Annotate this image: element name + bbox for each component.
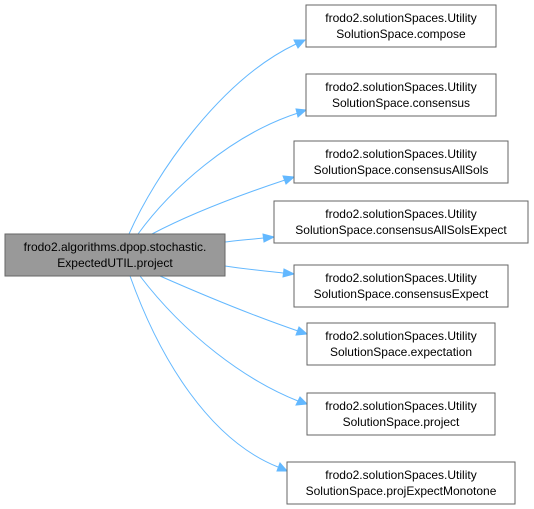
edge-consensusAllSols (151, 179, 286, 235)
edges (128, 39, 309, 472)
edge-consensusAllSols-arrowhead (282, 175, 296, 185)
callee-node-projExpectMonotone[interactable]: frodo2.solutionSpaces.Utility SolutionSp… (286, 461, 516, 505)
callee-node-expectation[interactable]: frodo2.solutionSpaces.Utility SolutionSp… (306, 322, 496, 366)
callee-node-box (273, 200, 529, 244)
edge-consensusExpect-arrowhead (282, 268, 296, 278)
callee-node-box (306, 392, 496, 436)
callee-node-label-line1: frodo2.solutionSpaces.Utility (325, 11, 476, 25)
callee-node-label-line2: SolutionSpace.consensus (332, 96, 470, 110)
edge-projExpectMonotone (129, 275, 279, 468)
edge-expectation (159, 275, 299, 332)
callee-node-box (305, 73, 497, 117)
callee-node-label-line1: frodo2.solutionSpaces.Utility (325, 147, 476, 161)
callee-node-consensusAllSols[interactable]: frodo2.solutionSpaces.Utility SolutionSp… (293, 140, 509, 184)
callee-node-label-line1: frodo2.solutionSpaces.Utility (325, 399, 476, 413)
callee-node-label-line2: SolutionSpace.consensusAllSolsExpect (295, 223, 507, 237)
edge-project-arrowhead (295, 396, 309, 406)
callee-node-project[interactable]: frodo2.solutionSpaces.Utility SolutionSp… (306, 392, 496, 436)
callee-node-label-line2: SolutionSpace.compose (336, 27, 466, 41)
callee-node-label-line2: SolutionSpace.consensusExpect (314, 287, 489, 301)
edge-projExpectMonotone-arrowhead (276, 462, 289, 472)
callee-node-box (306, 322, 496, 366)
callee-node-box (293, 264, 509, 308)
callee-node-box (293, 140, 509, 184)
callee-node-label-line2: SolutionSpace.project (343, 415, 460, 429)
edge-consensusExpect (224, 265, 284, 274)
callee-node-consensusAllSolsExpect[interactable]: frodo2.solutionSpaces.Utility SolutionSp… (273, 200, 529, 244)
callee-node-box (286, 461, 516, 505)
callee-node-consensusExpect[interactable]: frodo2.solutionSpaces.Utility SolutionSp… (293, 264, 509, 308)
callee-node-label-line1: frodo2.solutionSpaces.Utility (325, 207, 476, 221)
root-node-label-line2: ExpectedUTIL.project (57, 256, 173, 270)
edge-compose (128, 43, 297, 235)
callee-node-box (305, 4, 497, 48)
root-node[interactable]: frodo2.algorithms.dpop.stochastic. Expec… (4, 233, 226, 277)
callee-node-label-line1: frodo2.solutionSpaces.Utility (325, 329, 476, 343)
callee-node-compose[interactable]: frodo2.solutionSpaces.Utility SolutionSp… (305, 4, 497, 48)
edge-consensusAllSolsExpect (224, 237, 265, 243)
root-node-box (4, 233, 226, 277)
callee-node-consensus[interactable]: frodo2.solutionSpaces.Utility SolutionSp… (305, 73, 497, 117)
callee-node-label-line2: SolutionSpace.projExpectMonotone (306, 484, 497, 498)
edge-consensus (137, 112, 299, 235)
root-node-label-line1: frodo2.algorithms.dpop.stochastic. (24, 240, 207, 254)
callee-node-label-line1: frodo2.solutionSpaces.Utility (325, 271, 476, 285)
edge-project (139, 275, 299, 402)
callee-node-label-line1: frodo2.solutionSpaces.Utility (325, 80, 476, 94)
edge-expectation-arrowhead (295, 326, 309, 336)
callee-node-label-line1: frodo2.solutionSpaces.Utility (325, 468, 476, 482)
callee-node-label-line2: SolutionSpace.expectation (330, 345, 472, 359)
edge-consensusAllSolsExpect-arrowhead (262, 233, 276, 243)
edge-compose-arrowhead (293, 39, 307, 49)
edge-consensus-arrowhead (295, 108, 308, 118)
callee-node-label-line2: SolutionSpace.consensusAllSols (314, 163, 489, 177)
